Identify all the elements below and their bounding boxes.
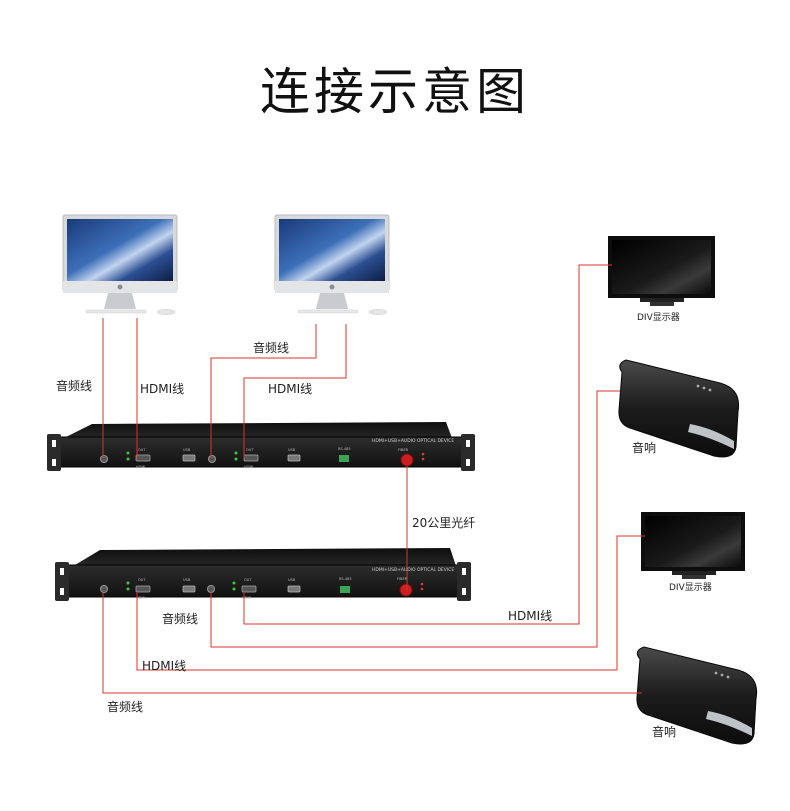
cables [102,264,645,694]
device-2-panel-text: HDMI+USB+AUDIO OPTICAL DEVICE [372,567,454,573]
cable-rx-audio-speaker2 [102,593,642,694]
label-display-2: DIV显示器 [669,583,712,593]
device-1-usb-2: USB [288,448,296,452]
device-1-out-2: OUT [246,448,254,452]
device-2-hdmi-1: HDMI [136,596,145,600]
device-2-rs485: RS-485 [339,577,352,581]
cable-rx-hdmi-display2 [136,535,645,671]
label-speaker-1: 音响 [632,441,657,455]
device-2-hdmi-2: HDMI [242,596,251,600]
speaker-1 [618,359,740,458]
device-1-usb-1: USB [183,448,191,452]
label-hdmi-line-pc2: HDMI线 [268,382,313,396]
computer-1 [62,214,178,315]
device-2-usb-2: USB [288,578,296,582]
label-audio-line-rx2: 音频线 [107,700,144,714]
device-1-rs485: RS-485 [338,447,351,451]
label-fiber-20km: 20公里光纤 [412,516,476,530]
label-display-1: DIV显示器 [637,313,680,323]
speaker-2 [636,646,758,745]
device-1-panel-text: HDMI+USB+AUDIO OPTICAL DEVICE [372,438,454,444]
computer-2 [274,214,390,315]
label-audio-line-pc1: 音频线 [56,379,93,393]
device-2-usb-1: USB [183,578,191,582]
label-audio-line-pc2: 音频线 [253,341,290,355]
label-hdmi-line-rx1: HDMI线 [508,609,553,623]
label-hdmi-line-pc1: HDMI线 [140,382,185,396]
cable-pc2-hdmi [243,324,347,458]
label-hdmi-line-rx2: HDMI线 [142,659,187,673]
device-2-fiber: FIBER [397,577,408,581]
display-1 [608,236,715,306]
device-1-fiber: FIBER [398,448,409,452]
device-1-hdmi-1: HDMI [136,465,145,469]
optical-device-1: HDMI+USB+AUDIO OPTICAL DEVICE RS-485 FIB… [47,422,475,471]
cable-rx-audio-speaker1 [210,390,620,648]
cable-rx-hdmi-display1 [243,264,612,625]
optical-device-2: HDMI+USB+AUDIO OPTICAL DEVICE RS-485 FIB… [55,548,471,601]
label-speaker-2: 音响 [652,725,677,739]
device-2-out-2: OUT [244,578,252,582]
cable-pc2-audio [210,324,317,458]
page-title: 连接示意图 [260,63,530,121]
device-2-out-1: OUT [138,578,146,582]
device-1-out-1: OUT [138,448,146,452]
display-2 [641,512,745,579]
label-audio-line-rx1: 音频线 [162,612,199,626]
device-1-hdmi-2: HDMI [244,465,253,469]
